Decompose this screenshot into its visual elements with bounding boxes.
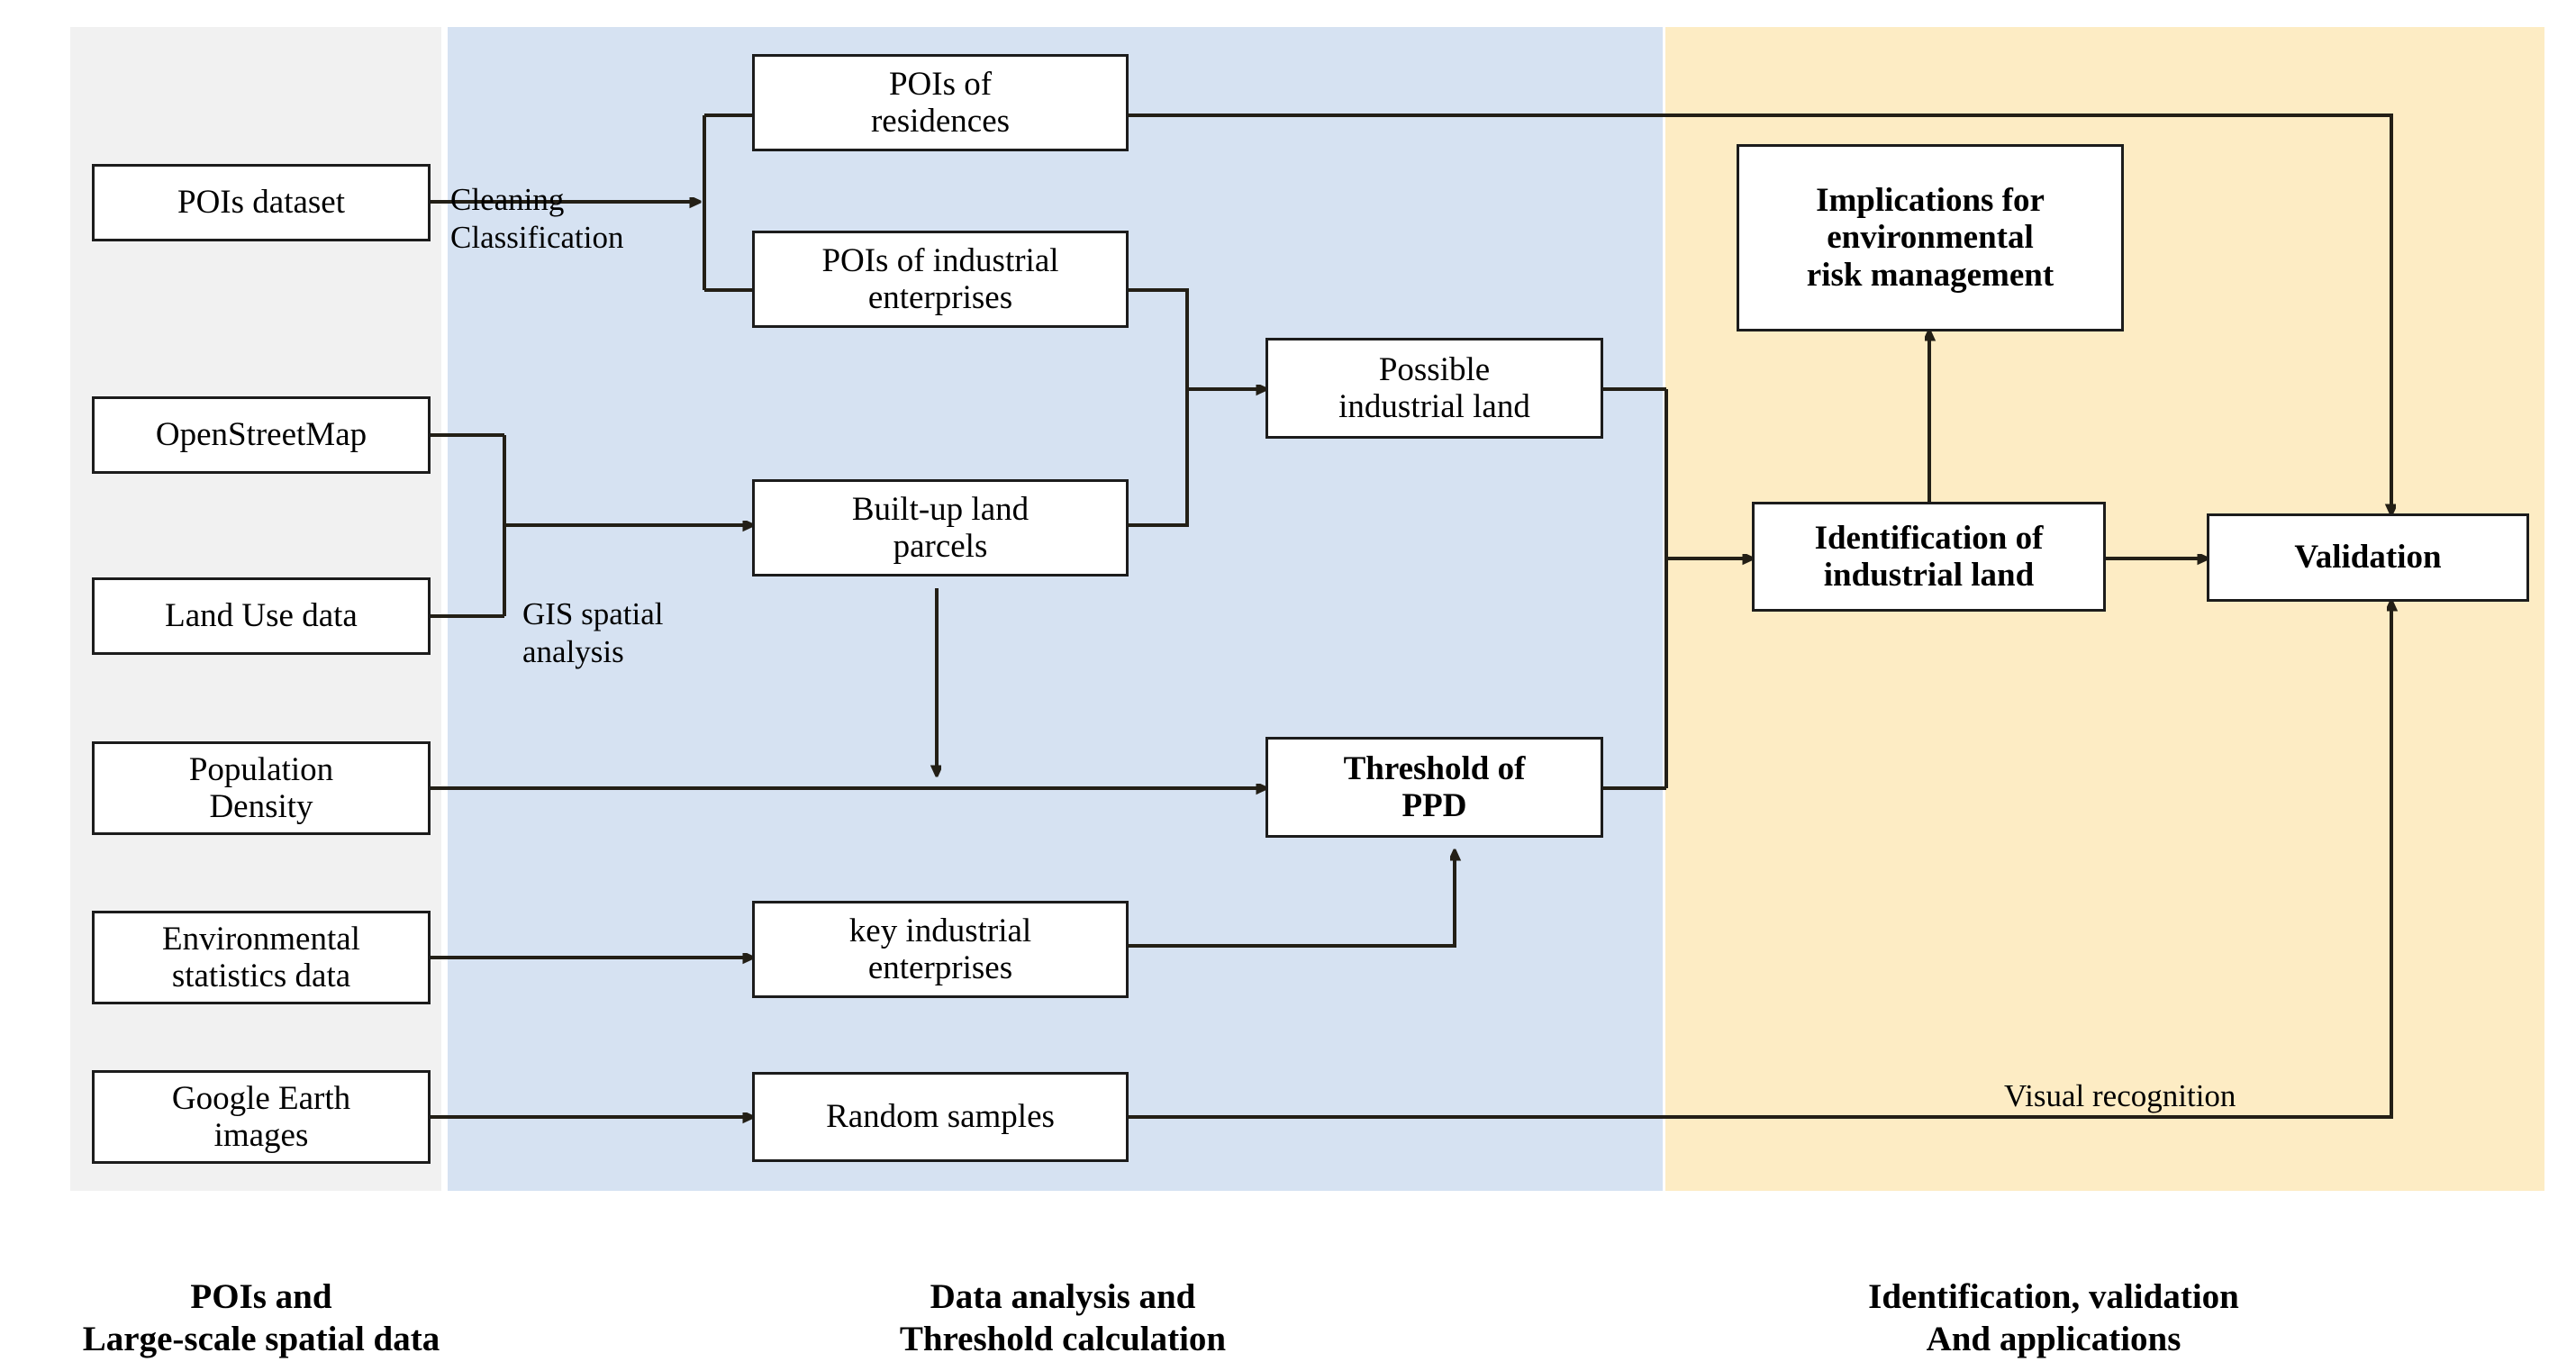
node-label: Possible industrial land — [1338, 350, 1530, 425]
wire-samples-to-validation — [1129, 602, 2391, 1119]
node-label: POIs of industrial enterprises — [821, 241, 1059, 316]
node-key-industrial-enterprises[interactable]: key industrial enterprises — [752, 901, 1129, 998]
node-validation[interactable]: Validation — [2207, 513, 2529, 602]
node-label: Built-up land parcels — [851, 490, 1029, 565]
node-label: Google Earth images — [171, 1079, 351, 1154]
node-label: Threshold of PPD — [1343, 749, 1526, 824]
wire-industrial-to-possible — [1129, 288, 1265, 389]
edge-label-text: Cleaning Classification — [450, 182, 624, 255]
edge-label-gis-spatial-analysis: GIS spatial analysis — [522, 558, 664, 670]
node-random-samples[interactable]: Random samples — [752, 1072, 1129, 1162]
caption-panel-sources: POIs and Large-scale spatial data — [0, 1232, 522, 1361]
node-label: Environmental statistics data — [162, 920, 360, 994]
caption-panel-analysis: Data analysis and Threshold calculation — [748, 1232, 1378, 1361]
node-pois-of-industrial-enterprises[interactable]: POIs of industrial enterprises — [752, 231, 1129, 328]
node-label: OpenStreetMap — [155, 416, 367, 454]
node-label: key industrial enterprises — [848, 912, 1032, 986]
caption-text: Data analysis and Threshold calculation — [899, 1276, 1227, 1359]
edge-label-visual-recognition: Visual recognition — [2004, 1040, 2236, 1115]
wire-residences-to-validation — [1129, 113, 2391, 513]
node-threshold-of-ppd[interactable]: Threshold of PPD — [1265, 737, 1603, 838]
node-label: Population Density — [188, 750, 334, 825]
node-label: Implications for environmental risk mana… — [1806, 181, 2054, 294]
node-label: Random samples — [826, 1098, 1055, 1136]
node-land-use-data[interactable]: Land Use data — [92, 577, 431, 655]
node-population-density[interactable]: Population Density — [92, 741, 431, 835]
node-label: POIs dataset — [177, 184, 345, 222]
node-built-up-land-parcels[interactable]: Built-up land parcels — [752, 479, 1129, 577]
node-label: POIs of residences — [870, 65, 1011, 140]
node-implications-for-environmental-risk-management[interactable]: Implications for environmental risk mana… — [1737, 144, 2124, 331]
node-openstreetmap[interactable]: OpenStreetMap — [92, 396, 431, 474]
node-label: Identification of industrial land — [1814, 519, 2044, 594]
node-google-earth-images[interactable]: Google Earth images — [92, 1070, 431, 1164]
node-label: Land Use data — [165, 597, 358, 635]
caption-text: POIs and Large-scale spatial data — [82, 1276, 440, 1359]
caption-panel-results: Identification, validation And applicati… — [1693, 1232, 2414, 1361]
node-identification-of-industrial-land[interactable]: Identification of industrial land — [1752, 502, 2106, 612]
wire-key-to-threshold — [1129, 851, 1455, 948]
node-pois-of-residences[interactable]: POIs of residences — [752, 54, 1129, 151]
node-label: Validation — [2294, 539, 2442, 577]
node-pois-dataset[interactable]: POIs dataset — [92, 164, 431, 241]
node-possible-industrial-land[interactable]: Possible industrial land — [1265, 338, 1603, 439]
edge-label-text: Visual recognition — [2004, 1078, 2236, 1114]
wire-builtup-to-possible — [1129, 389, 1189, 527]
caption-text: Identification, validation And applicati… — [1868, 1276, 2239, 1359]
edge-label-text: GIS spatial analysis — [522, 596, 664, 669]
edge-label-cleaning-classification: Cleaning Classification — [450, 144, 623, 256]
node-environmental-statistics-data[interactable]: Environmental statistics data — [92, 911, 431, 1004]
